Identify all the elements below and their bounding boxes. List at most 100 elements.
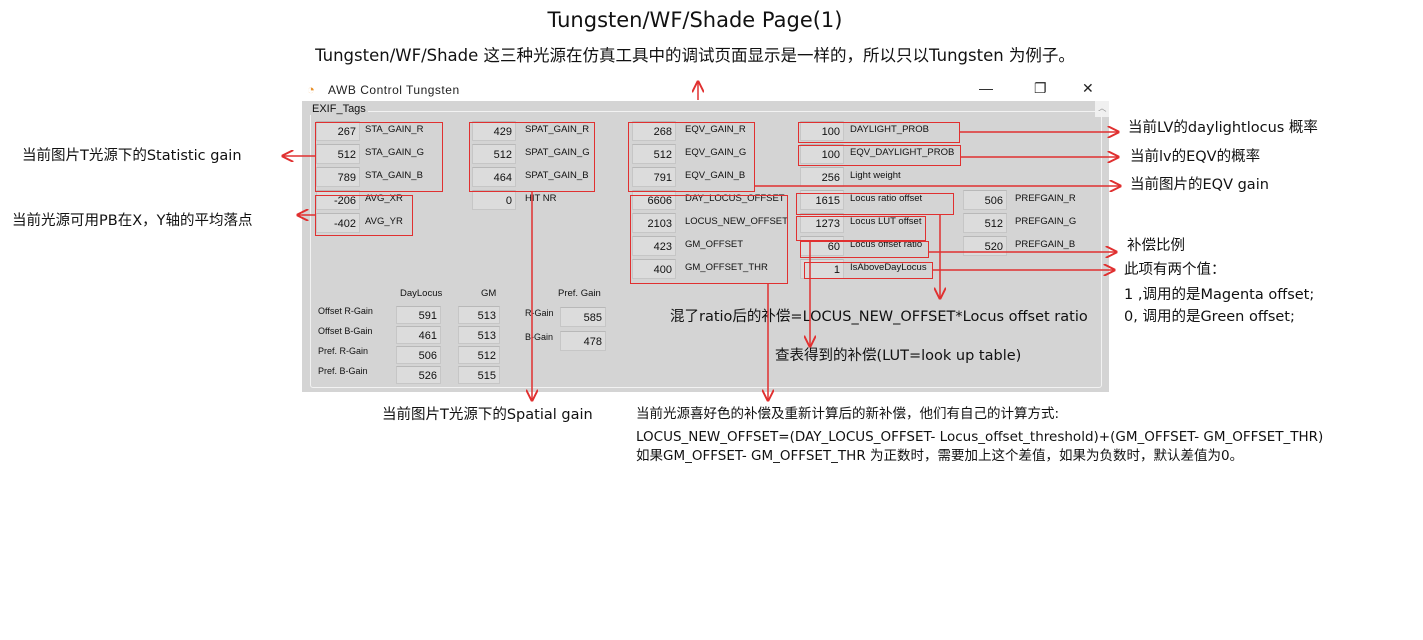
value-field[interactable]: 461 <box>396 326 441 344</box>
annotation-text: 此项有两个值： <box>1124 262 1226 278</box>
value-field[interactable]: 100 <box>800 121 844 141</box>
pref-gain-label: B-Gain <box>525 332 554 342</box>
field-label: EQV_GAIN_R <box>685 124 746 135</box>
field-label: SPAT_GAIN_R <box>525 124 590 135</box>
annotation-text: 0, 调用的是Green offset; <box>1124 309 1295 325</box>
window-title: AWB Control Tungsten <box>328 83 460 97</box>
value-field[interactable]: 464 <box>472 167 516 187</box>
value-field[interactable]: 1615 <box>800 190 844 210</box>
awb-control-window: ◔ AWB Control Tungsten — ❐ ✕ ︿ EXIF_Tags… <box>302 78 1109 392</box>
value-field[interactable]: 513 <box>458 326 500 344</box>
field-label: Locus offset ratio <box>850 239 923 250</box>
page-title: Tungsten/WF/Shade Page(1) <box>547 8 843 32</box>
value-field[interactable]: 512 <box>458 346 500 364</box>
highlight-box <box>798 145 961 166</box>
field-label: Light weight <box>850 170 901 181</box>
maximize-button[interactable]: ❐ <box>1034 80 1047 96</box>
highlight-box <box>796 193 954 215</box>
annotation-text: 当前光源喜好色的补偿及重新计算后的新补偿，他们有自己的计算方式: <box>636 406 1060 422</box>
field-label: PREFGAIN_G <box>1015 216 1077 227</box>
value-field[interactable]: 429 <box>472 121 516 141</box>
highlight-box <box>469 122 595 192</box>
row-label: Pref. B-Gain <box>318 366 368 376</box>
value-field[interactable]: 267 <box>316 121 360 141</box>
field-label: EQV_GAIN_G <box>685 147 747 158</box>
row-label: Pref. R-Gain <box>318 346 369 356</box>
page-subtitle: Tungsten/WF/Shade 这三种光源在仿真工具中的调试页面显示是一样的… <box>315 46 1075 65</box>
title-bar: ◔ AWB Control Tungsten — ❐ ✕ <box>302 78 1109 101</box>
field-label: STA_GAIN_R <box>365 124 424 135</box>
scroll-up-button[interactable]: ︿ <box>1095 101 1109 117</box>
annotation-text: 当前lv的EQV的概率 <box>1130 149 1261 165</box>
annotation-text: LOCUS_NEW_OFFSET=(DAY_LOCUS_OFFSET- Locu… <box>636 429 1324 445</box>
annotation-text: 混了ratio后的补偿=LOCUS_NEW_OFFSET*Locus offse… <box>670 309 1088 325</box>
column-header: Pref. Gain <box>558 288 601 299</box>
row-label: Offset R-Gain <box>318 306 373 316</box>
field-label: STA_GAIN_G <box>365 147 424 158</box>
column-header: GM <box>481 288 497 299</box>
value-field[interactable]: 512 <box>632 144 676 164</box>
highlight-box <box>800 241 929 258</box>
value-field[interactable]: 520 <box>963 236 1007 256</box>
annotation-text: 当前图片T光源下的Spatial gain <box>382 407 593 423</box>
annotation-text: 查表得到的补偿(LUT=look up table) <box>775 348 1022 364</box>
value-field[interactable]: 400 <box>632 259 676 279</box>
value-field[interactable]: 515 <box>458 366 500 384</box>
field-label: DAYLIGHT_PROB <box>850 124 930 135</box>
exif-tags-group <box>310 111 1102 388</box>
pref-gain-label: R-Gain <box>525 308 554 318</box>
row-label: Offset B-Gain <box>318 326 373 336</box>
field-label: IsAboveDayLocus <box>850 262 927 273</box>
value-field[interactable]: 2103 <box>632 213 676 233</box>
highlight-box <box>630 195 788 284</box>
value-field[interactable]: 478 <box>560 331 606 351</box>
field-label: STA_GAIN_B <box>365 170 423 181</box>
field-label: EQV_GAIN_B <box>685 170 746 181</box>
value-field[interactable]: 506 <box>963 190 1007 210</box>
field-label: PREFGAIN_R <box>1015 193 1076 204</box>
value-field[interactable]: 506 <box>396 346 441 364</box>
group-label: EXIF_Tags <box>310 103 368 115</box>
value-field[interactable]: 0 <box>472 190 516 210</box>
field-label: AVG_XR <box>365 193 403 204</box>
value-field[interactable]: -402 <box>316 213 360 233</box>
value-field[interactable]: 268 <box>632 121 676 141</box>
value-field[interactable]: 512 <box>472 144 516 164</box>
value-field[interactable]: 591 <box>396 306 441 324</box>
value-field[interactable]: 585 <box>560 307 606 327</box>
annotation-text: 当前图片T光源下的Statistic gain <box>22 148 242 164</box>
value-field[interactable]: 1273 <box>800 213 844 233</box>
field-label: GM_OFFSET <box>685 239 744 250</box>
value-field[interactable]: 526 <box>396 366 441 384</box>
close-button[interactable]: ✕ <box>1082 80 1094 96</box>
field-label: SPAT_GAIN_B <box>525 170 589 181</box>
annotation-text: 当前光源可用PB在X，Y轴的平均落点 <box>12 213 253 229</box>
highlight-box <box>796 216 926 241</box>
value-field[interactable]: 513 <box>458 306 500 324</box>
value-field[interactable]: 423 <box>632 236 676 256</box>
field-label: PREFGAIN_B <box>1015 239 1076 250</box>
annotation-text: 1 ,调用的是Magenta offset; <box>1124 287 1315 303</box>
value-field[interactable]: 791 <box>632 167 676 187</box>
value-field[interactable]: 100 <box>800 144 844 164</box>
value-field[interactable]: 512 <box>963 213 1007 233</box>
field-label: GM_OFFSET_THR <box>685 262 768 273</box>
annotation-text: 补偿比例 <box>1127 238 1185 254</box>
highlight-box <box>798 122 960 143</box>
highlight-box <box>315 122 443 192</box>
value-field[interactable]: 789 <box>316 167 360 187</box>
annotation-text: 如果GM_OFFSET- GM_OFFSET_THR 为正数时，需要加上这个差值… <box>636 448 1244 464</box>
field-label: AVG_YR <box>365 216 403 227</box>
column-header: DayLocus <box>400 288 443 299</box>
field-label: Locus ratio offset <box>850 193 923 204</box>
highlight-box <box>628 122 755 192</box>
field-label: HIT NR <box>525 193 557 204</box>
field-label: LOCUS_NEW_OFFSET <box>685 216 788 227</box>
field-label: EQV_DAYLIGHT_PROB <box>850 147 955 158</box>
highlight-box <box>804 262 933 279</box>
value-field[interactable]: 512 <box>316 144 360 164</box>
minimize-button[interactable]: — <box>979 80 993 96</box>
field-label: SPAT_GAIN_G <box>525 147 590 158</box>
field-label: Locus LUT offset <box>850 216 922 227</box>
